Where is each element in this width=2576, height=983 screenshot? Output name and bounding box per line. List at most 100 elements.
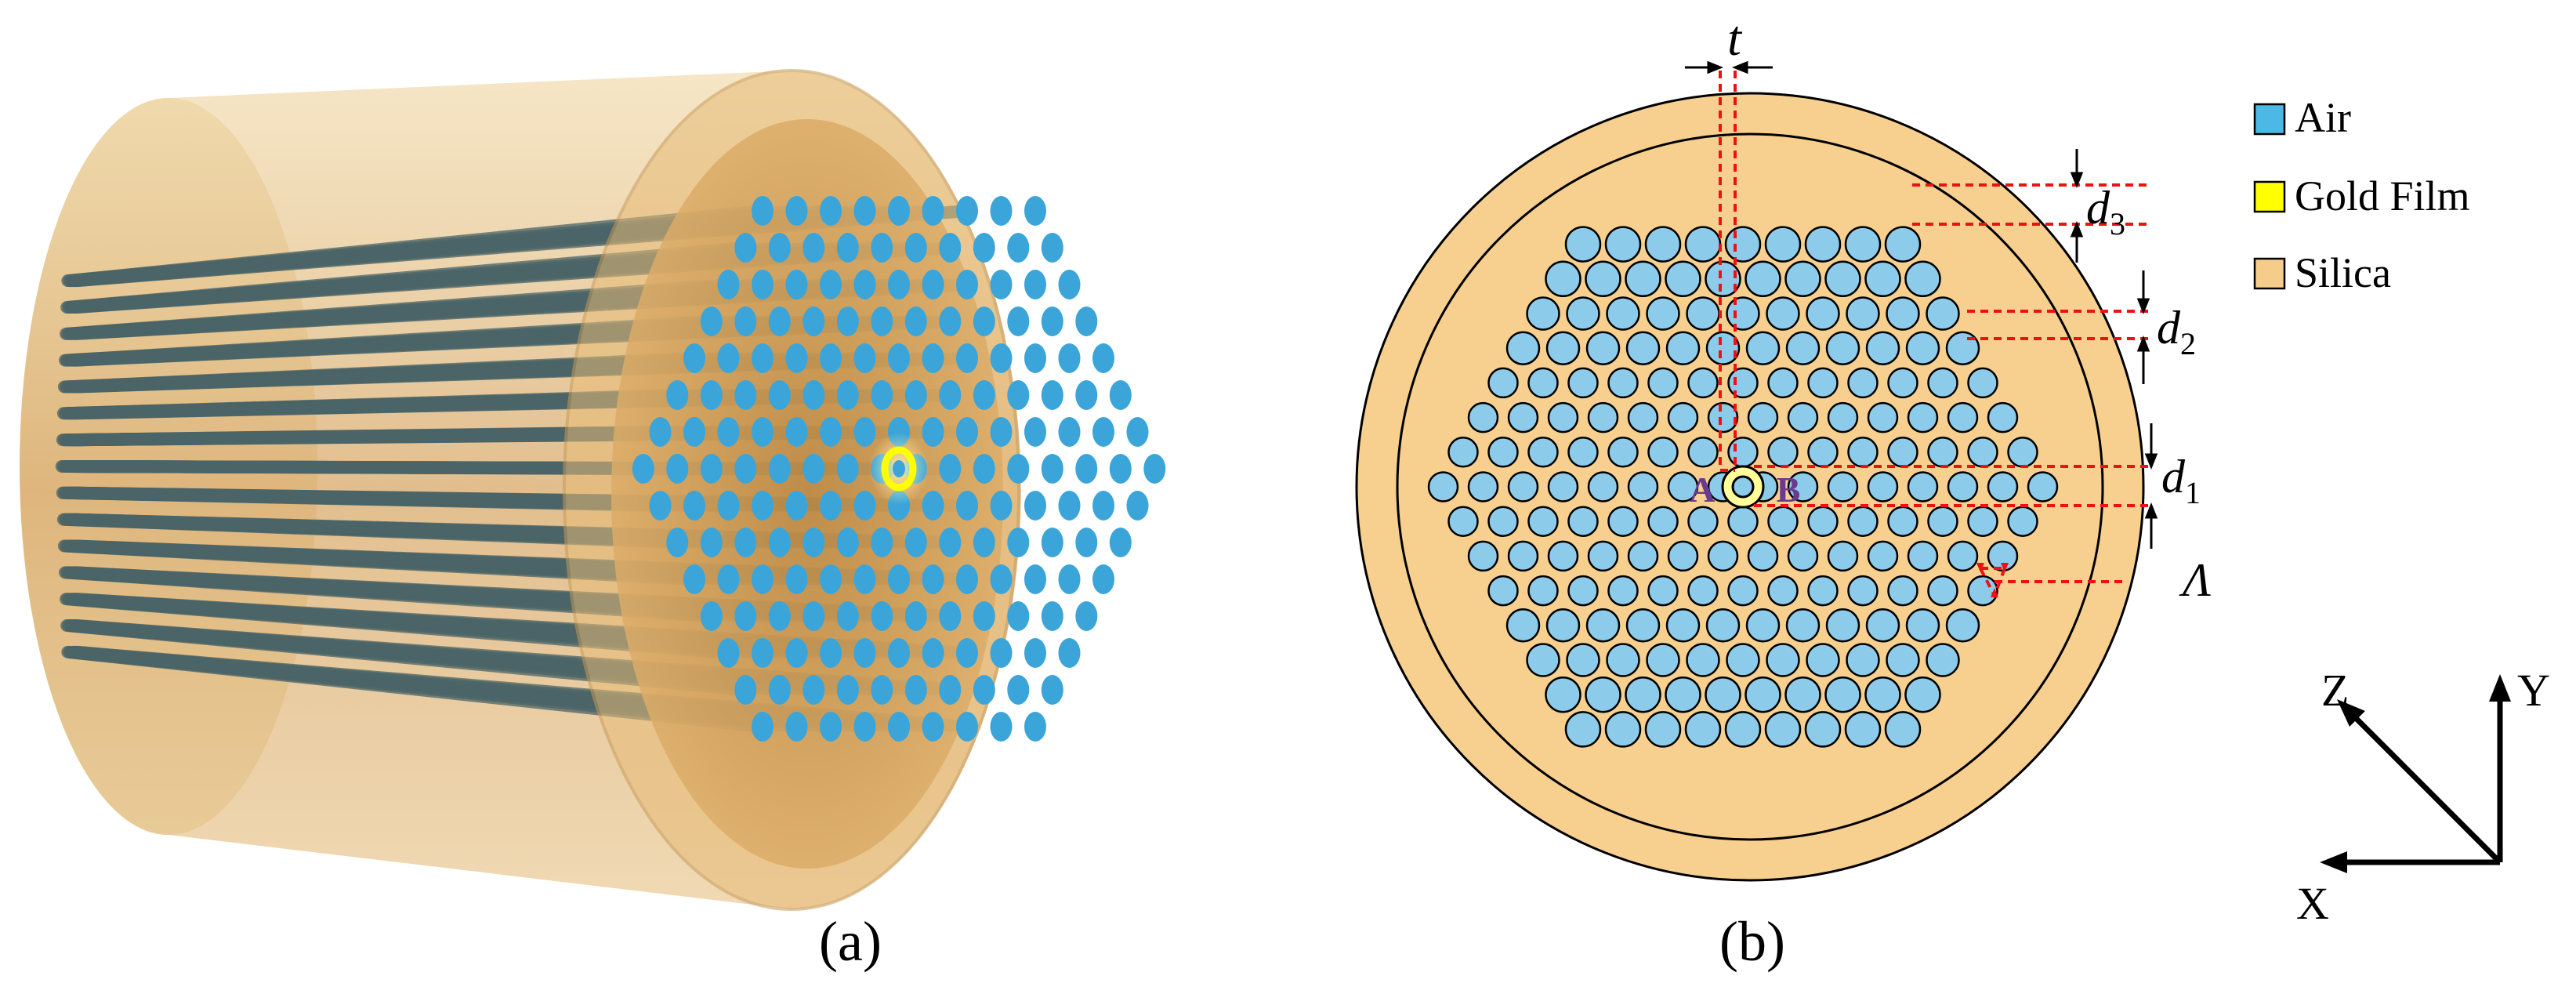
air-hole-3d [904,380,927,410]
air-hole [1824,676,1861,713]
label-pitch: Λ [2179,554,2211,606]
air-hole-3d [752,417,774,447]
air-hole [1627,540,1659,572]
air-hole [1945,608,1980,643]
air-hole-3d [785,491,808,521]
air-hole [1727,575,1759,607]
air-hole-3d [1024,270,1046,299]
air-hole [1745,260,1781,298]
air-hole-3d [990,491,1013,521]
air-hole-3d [752,196,774,226]
air-hole [1606,643,1640,677]
air-hole-3d [803,307,825,336]
air-hole [1947,540,1979,572]
air-hole [1526,296,1560,331]
legend-swatch-gold-film [2253,180,2286,213]
air-hole-3d [683,491,705,521]
air-hole [1886,296,1920,331]
air-hole [1665,331,1701,365]
air-hole-3d [785,270,808,299]
air-hole-3d [803,233,825,263]
air-hole [1585,608,1621,643]
air-hole-3d [768,307,791,336]
air-hole-3d [1041,233,1063,263]
air-hole [1527,367,1559,399]
air-hole-3d [1075,601,1098,631]
air-hole-3d [1126,491,1149,521]
air-hole [1825,331,1860,365]
air-hole-3d [990,196,1013,226]
air-hole-lattice [1427,226,2059,748]
air-hole-3d [853,564,876,594]
air-hole-3d [939,307,962,336]
air-hole-3d [922,270,944,299]
air-hole-3d [803,601,825,631]
air-hole [1727,437,1759,468]
air-hole-3d [973,601,995,631]
air-hole [1647,575,1679,607]
air-hole [1727,367,1759,399]
air-hole [1627,401,1659,433]
legend-label-gold-film: Gold Film [2295,172,2470,219]
air-hole [1847,437,1879,468]
air-hole [1767,506,1799,537]
z-axis [2349,711,2502,865]
air-hole-3d [939,528,962,557]
air-hole [1564,226,1602,263]
air-hole [1687,575,1719,607]
air-hole-3d [785,712,808,742]
caption-a: (a) [819,910,882,973]
air-hole [1865,608,1900,643]
air-hole-3d [1024,343,1046,373]
air-hole [1566,296,1600,331]
air-hole [1987,401,2019,433]
air-hole [1467,401,1499,433]
air-hole [1687,437,1719,468]
air-hole [1604,711,1642,748]
air-hole-3d [768,380,791,410]
air-hole [1665,608,1701,643]
air-hole [1886,643,1920,677]
air-hole [1927,367,1958,399]
label-d2: d2 [2157,302,2196,361]
air-hole-3d [904,675,927,705]
air-hole-3d [1041,380,1063,410]
air-hole [1764,711,1802,748]
air-hole-3d [871,601,893,631]
air-hole [1567,575,1599,607]
air-hole [1747,540,1779,572]
air-hole [1967,437,1998,468]
air-hole-3d [1041,601,1063,631]
air-hole-3d [752,270,774,299]
air-holes-front [632,196,1166,742]
air-hole [1587,540,1619,572]
air-hole-3d [922,417,944,447]
air-hole-3d [1024,638,1046,668]
air-hole-3d [768,528,791,557]
air-hole-3d [956,712,978,742]
air-hole-3d [956,196,978,226]
air-hole-3d [922,638,944,668]
air-hole-3d [785,638,808,668]
air-hole-3d [836,675,859,705]
air-hole-3d [1007,454,1030,484]
axis-label-y: Y [2517,665,2550,716]
air-hole-3d [1058,417,1081,447]
air-hole [1864,260,1901,298]
air-hole [1566,643,1600,677]
air-hole-3d [752,343,774,373]
label-point-b: B [1777,470,1801,510]
air-hole-3d [990,564,1013,594]
air-hole-3d [785,343,808,373]
air-hole [1567,437,1599,468]
air-hole-3d [683,343,705,373]
air-hole-3d [1126,417,1149,447]
air-hole-3d [836,528,859,557]
gold-film-ring-3d [881,446,917,492]
air-hole [1827,471,1859,502]
air-hole [1784,260,1821,298]
air-hole [1545,331,1581,365]
air-hole-3d [1041,454,1063,484]
air-hole-3d [666,528,689,557]
air-hole-3d [1041,675,1063,705]
